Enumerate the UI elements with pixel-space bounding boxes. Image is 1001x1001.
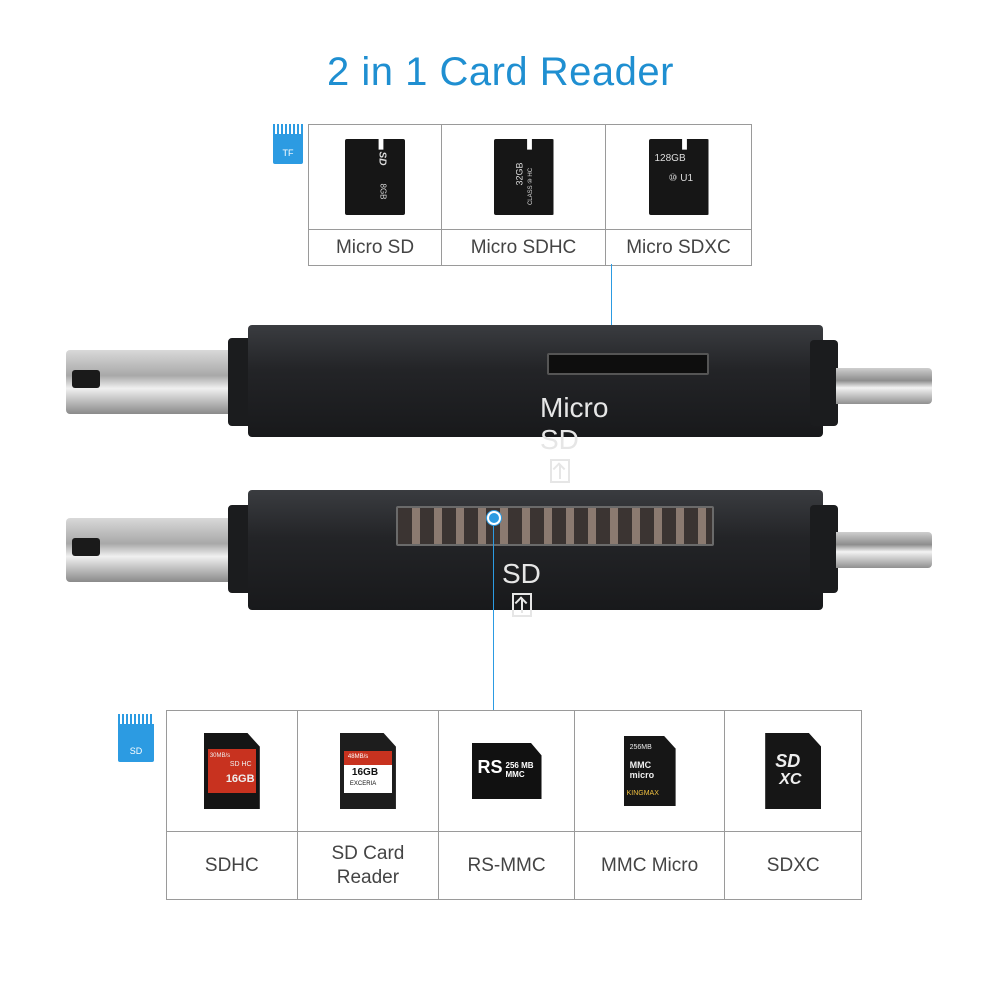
tf-badge-icon: TF [273, 124, 303, 164]
card-text: RS [477, 757, 503, 777]
leader-line [493, 526, 494, 710]
device-label-sd: SD [502, 558, 541, 622]
device-label-micro-sd: Micro SD [540, 392, 608, 488]
sdhc-card-icon: 30MB/s 16GB SD HC [203, 733, 260, 809]
micro-sd-card-icon: SD 8GB [345, 139, 405, 215]
card-text: SD HC [229, 761, 252, 768]
compat-cell-sdhc: 30MB/s 16GB SD HC SDHC [167, 711, 297, 899]
compat-label: SD Card Reader [297, 831, 439, 900]
card-text: SD [376, 151, 388, 166]
card-text: 16GB [351, 767, 379, 778]
tf-badge-label: TF [282, 148, 294, 158]
card-text: 256 MB MMC [505, 761, 534, 779]
micro-sdhc-card-icon: 32GB CLASS ⑩ HC [493, 139, 554, 215]
compat-label: Micro SDXC [606, 229, 751, 266]
leader-dot [487, 511, 501, 525]
card-text: 30MB/s [209, 753, 231, 759]
rs-mmc-card-icon: RS 256 MB MMC [471, 743, 542, 799]
card-text: 8GB [378, 183, 388, 200]
compat-cell-micro-sd: SD 8GB Micro SD [309, 125, 441, 265]
sd-badge-label: SD [129, 746, 143, 756]
sd-badge-icon: SD [118, 714, 154, 762]
compat-cell-sdxc: SD XC SDXC [724, 711, 861, 899]
compat-cell-mmc-micro: 256MB MMC micro KINGMAX MMC Micro [573, 711, 725, 900]
compat-label: SDHC [167, 831, 297, 900]
card-text: 48MB/s [347, 754, 369, 760]
micro-sdxc-card-icon: 128GB ⑩ U1 [648, 139, 709, 215]
compat-label: Micro SD [309, 229, 441, 266]
page-title: 2 in 1 Card Reader [327, 50, 674, 94]
device-endcap [810, 505, 838, 593]
device-label-text: Micro SD [540, 392, 609, 455]
compat-label: SDXC [725, 831, 861, 900]
sd-compat-table: 30MB/s 16GB SD HC SDHC 48MB/s 16GB EXCER… [166, 710, 862, 900]
usb-c-plug [836, 368, 932, 404]
compat-cell-micro-sdxc: 128GB ⑩ U1 Micro SDXC [605, 125, 751, 265]
leader-line [611, 264, 612, 362]
sd-card-icon: 48MB/s 16GB EXCERIA [339, 733, 396, 809]
device-endcap [810, 340, 838, 426]
card-text: CLASS ⑩ HC [527, 167, 534, 206]
card-text: 256MB [629, 744, 652, 751]
card-text: SD [775, 751, 801, 771]
card-text: EXCERIA [349, 781, 377, 787]
micro-sd-slot [547, 353, 709, 375]
device-label-text: SD [502, 558, 541, 589]
sdxc-card-icon: SD XC [765, 733, 822, 809]
upload-arrow-icon [550, 459, 570, 483]
card-text: XC [779, 771, 802, 788]
usb-c-plug [836, 532, 932, 568]
sd-slot [396, 506, 714, 546]
compat-label: RS-MMC [439, 831, 574, 900]
card-text: 32GB [514, 162, 525, 186]
card-text: MMC micro [629, 760, 655, 780]
compat-cell-sd-card-reader: 48MB/s 16GB EXCERIA SD Card Reader [296, 711, 439, 900]
card-text: KINGMAX [626, 790, 659, 797]
compat-cell-rs-mmc: RS 256 MB MMC RS-MMC [438, 711, 574, 899]
card-text: 128GB [654, 153, 686, 164]
card-text: ⑩ U1 [668, 173, 694, 184]
compat-cell-micro-sdhc: 32GB CLASS ⑩ HC Micro SDHC [441, 125, 605, 265]
usb-a-slot [72, 370, 100, 388]
microsd-compat-table: SD 8GB Micro SD 32GB CLASS ⑩ HC Micro SD… [308, 124, 752, 266]
card-text: 16GB [225, 773, 255, 785]
mmc-micro-card-icon: 256MB MMC micro KINGMAX [623, 736, 676, 806]
compat-label: MMC Micro [574, 831, 725, 900]
compat-label: Micro SDHC [442, 229, 605, 266]
upload-arrow-icon [512, 593, 532, 617]
device-body [248, 325, 823, 437]
usb-a-slot [72, 538, 100, 556]
